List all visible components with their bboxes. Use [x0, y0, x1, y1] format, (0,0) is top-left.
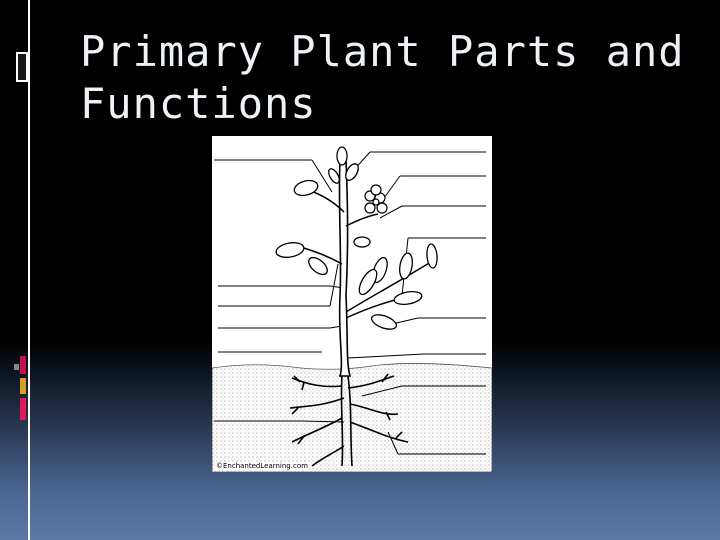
- plant-diagram-image: ©EnchantedLearning.com: [212, 136, 492, 472]
- left-rule-line: [28, 0, 30, 540]
- accent-bar-gray: [14, 364, 19, 370]
- accent-bar-red: [20, 356, 26, 374]
- slide-title: Primary Plant Parts and Functions: [80, 27, 685, 128]
- image-credit: ©EnchantedLearning.com: [215, 462, 309, 470]
- accent-bar-gold: [20, 378, 26, 394]
- accent-bar-pink: [20, 398, 26, 420]
- bullet-marker: [16, 52, 28, 82]
- plant-diagram-icon: [212, 146, 492, 472]
